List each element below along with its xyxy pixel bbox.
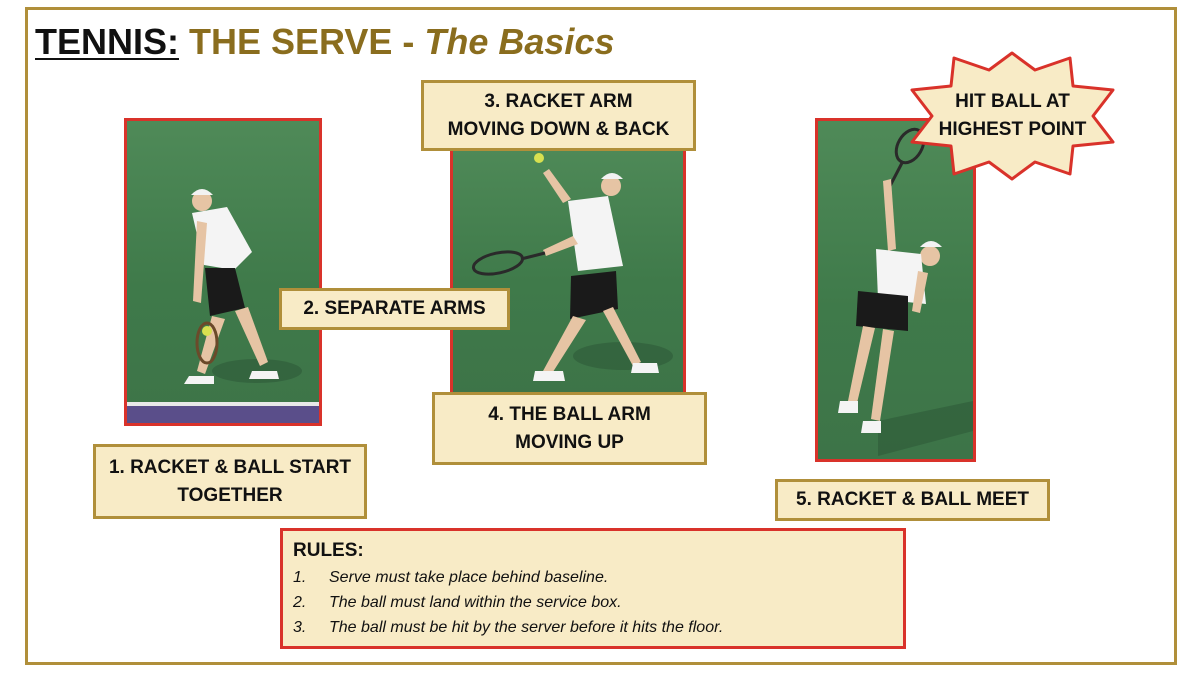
highest-point-callout: HIT BALL AT HIGHEST POINT	[905, 50, 1120, 182]
title-the-basics: The Basics	[424, 21, 615, 62]
player-figure-3	[838, 127, 973, 456]
rules-title: RULES:	[293, 540, 364, 561]
rule-item: 3. The ball must be hit by the server be…	[293, 615, 893, 640]
serve-stage-photo-2	[450, 138, 686, 402]
step-5-line-1: 5. RACKET & BALL MEET	[796, 489, 1029, 510]
step-2-line-1: 2. SEPARATE ARMS	[303, 298, 486, 319]
title-tennis: TENNIS:	[35, 21, 179, 62]
rule-text: The ball must be hit by the server befor…	[329, 619, 724, 636]
callout-text: HIT BALL AT HIGHEST POINT	[905, 50, 1120, 182]
page-title: TENNIS: THE SERVE - The Basics	[35, 20, 614, 64]
step-3-line-2: MOVING DOWN & BACK	[447, 118, 670, 140]
rules-list: 1. Serve must take place behind baseline…	[293, 565, 893, 640]
rule-number: 2.	[293, 594, 307, 611]
serve-stage-photo-3	[815, 118, 976, 462]
callout-line-2: HIGHEST POINT	[938, 119, 1087, 140]
step-3-line-1: 3. RACKET ARM	[484, 90, 633, 112]
serve-stage-photo-1	[124, 118, 322, 426]
starburst-shape	[910, 51, 1115, 181]
rule-text: Serve must take place behind baseline.	[329, 569, 609, 586]
rule-number: 1.	[293, 569, 307, 586]
step-4-line-2: MOVING UP	[515, 431, 624, 453]
player-figure-2	[471, 153, 673, 381]
rule-number: 3.	[293, 619, 307, 636]
rule-item: 1. Serve must take place behind baseline…	[293, 565, 893, 590]
rule-text: The ball must land within the service bo…	[329, 594, 622, 611]
step-1-line-2: TOGETHER	[177, 484, 283, 506]
step-4-label: 4. THE BALL ARM MOVING UP	[432, 392, 707, 465]
step-3-label: 3. RACKET ARM MOVING DOWN & BACK	[421, 80, 696, 151]
step-5-label: 5. RACKET & BALL MEET	[775, 479, 1050, 521]
step-2-label: 2. SEPARATE ARMS	[279, 288, 510, 330]
rules-box: RULES: 1. Serve must take place behind b…	[280, 528, 906, 649]
rule-item: 2. The ball must land within the service…	[293, 590, 893, 615]
step-1-line-1: 1. RACKET & BALL START	[108, 456, 352, 478]
callout-line-1: HIT BALL AT	[955, 91, 1070, 112]
step-1-label: 1. RACKET & BALL START TOGETHER	[93, 444, 367, 519]
player-figure-1	[127, 189, 319, 423]
title-the-serve: THE SERVE -	[179, 21, 425, 62]
step-4-line-1: 4. THE BALL ARM	[488, 403, 651, 425]
